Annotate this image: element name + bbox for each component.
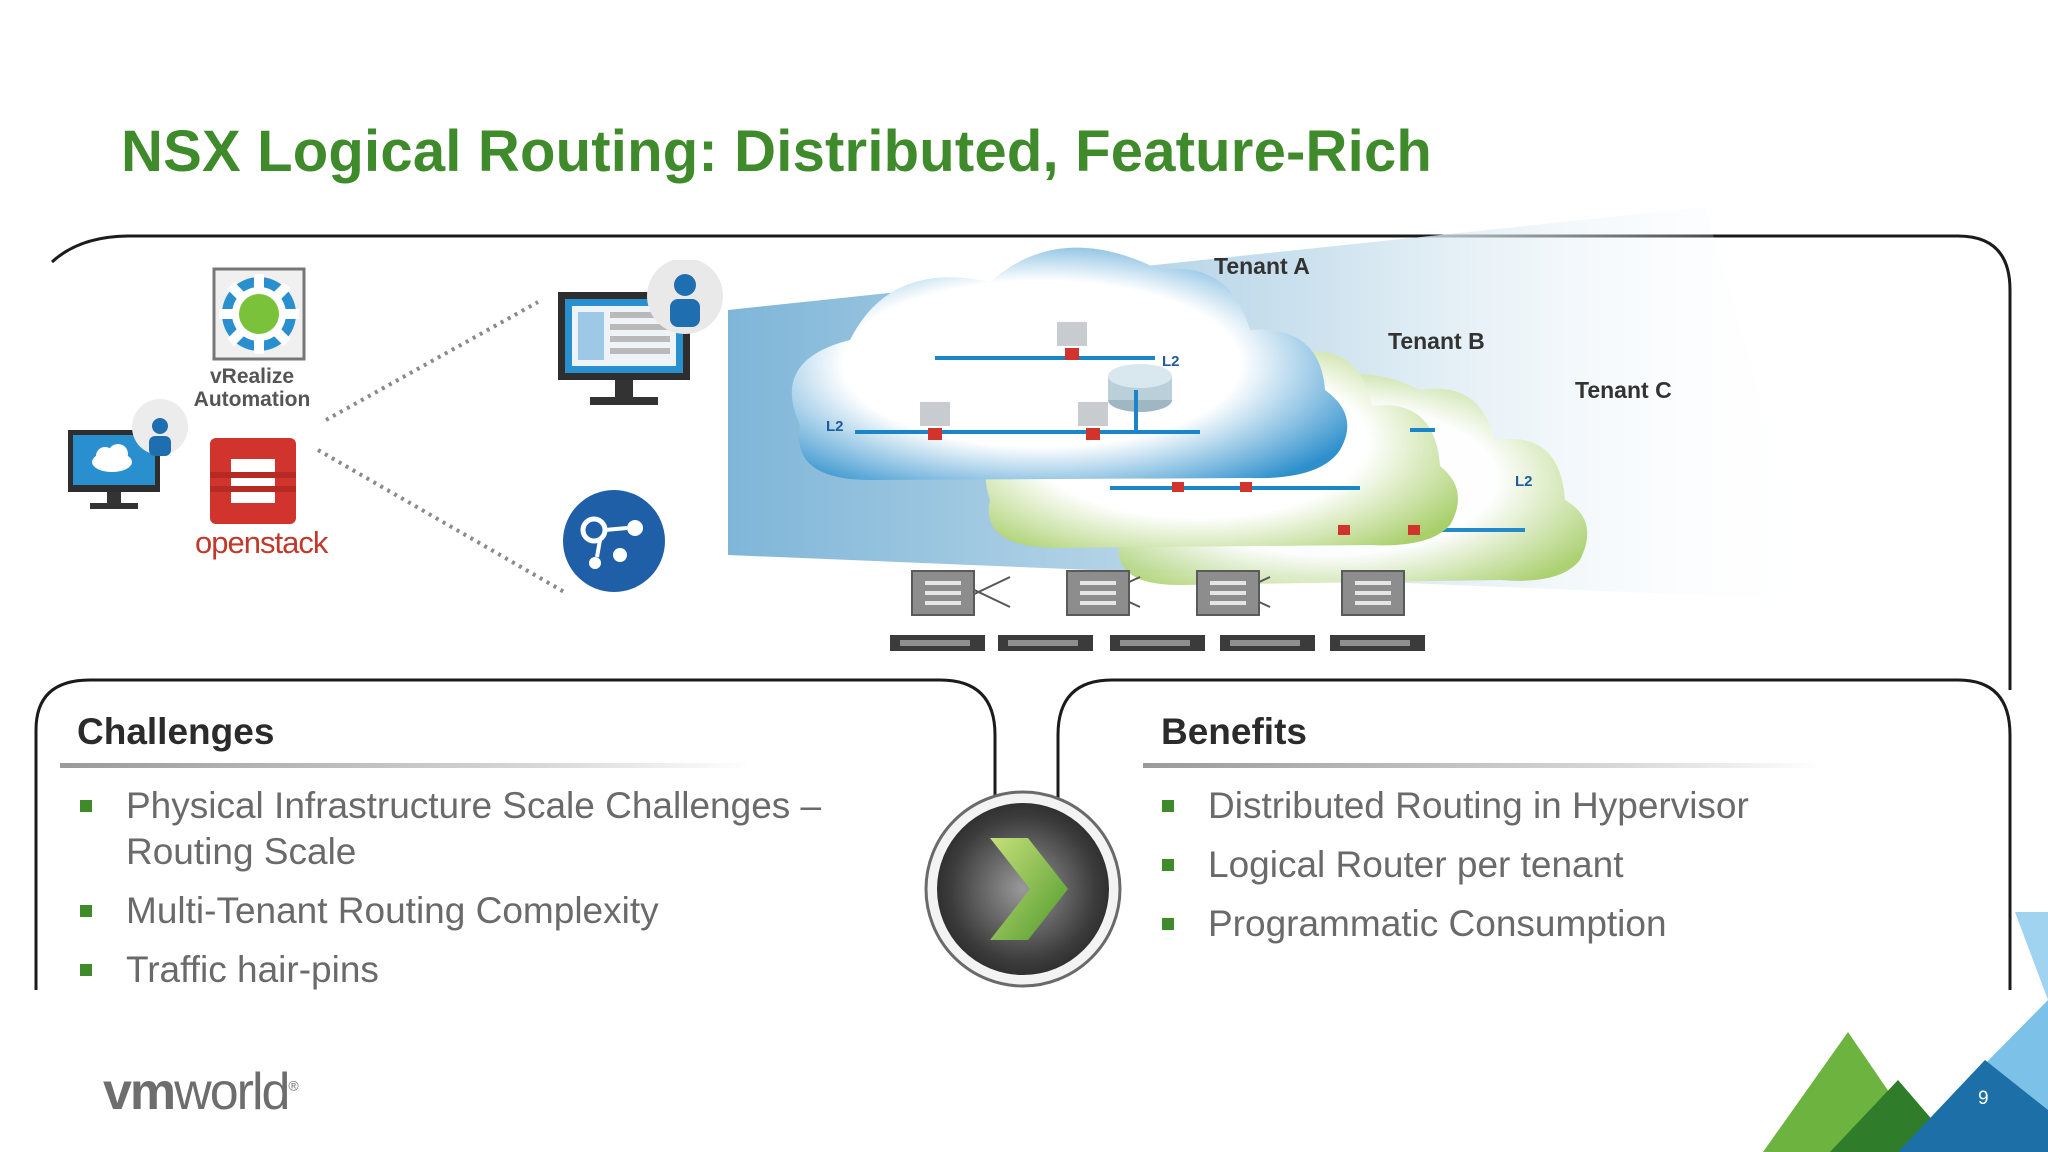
corner-decoration — [1763, 912, 2048, 1152]
vrealize-gear-icon — [212, 267, 306, 361]
l2-label: L2 — [1515, 473, 1533, 490]
openstack-label: openstack — [195, 525, 328, 560]
list-item: Logical Router per tenant — [1160, 842, 1960, 888]
tenant-a-cloud — [791, 247, 1348, 480]
tenant-c-label: Tenant C — [1575, 377, 1672, 403]
list-item: Multi-Tenant Routing Complexity — [78, 888, 898, 934]
top-panel-outline — [50, 234, 2012, 690]
benefits-heading: Benefits — [1161, 711, 1307, 752]
user-icon — [132, 399, 188, 456]
consumers-diagram — [68, 260, 723, 595]
vm-icon — [920, 322, 1108, 426]
benefits-panel-outline — [1056, 678, 2012, 990]
list-item: Traffic hair-pins — [78, 947, 898, 993]
challenges-list: Physical Infrastructure Scale Challenges… — [78, 783, 898, 1006]
bullet-square-icon — [1162, 918, 1174, 930]
l2-label: L2 — [826, 418, 844, 435]
list-item: Programmatic Consumption — [1160, 901, 1960, 947]
list-item: Distributed Routing in Hypervisor — [1160, 783, 1960, 829]
benefits-list: Distributed Routing in Hypervisor Logica… — [1160, 783, 1960, 960]
switch-icon — [911, 570, 1405, 616]
challenges-heading: Challenges — [77, 711, 275, 752]
firewall-icon — [928, 348, 1100, 440]
tenant-clouds-diagram: Tenant A Tenant B Tenant C L2 L2 L2 — [791, 247, 1672, 585]
bullet-square-icon — [1162, 859, 1174, 871]
bullet-square-icon — [80, 905, 92, 917]
vmworld-logo: vmworld® — [103, 1063, 299, 1121]
l2-label: L2 — [1162, 353, 1180, 370]
benefits-divider — [1143, 763, 1823, 768]
tenant-a-label: Tenant A — [1214, 253, 1310, 279]
router-icon — [1108, 364, 1172, 430]
bullet-square-icon — [80, 800, 92, 812]
firewall-icon — [1172, 482, 1420, 535]
openstack-icon — [210, 438, 296, 524]
bullet-square-icon — [1162, 800, 1174, 812]
arrow-forward-icon — [924, 790, 1122, 988]
user-icon — [647, 260, 723, 334]
physical-network-diagram — [890, 570, 1425, 651]
network-api-icon — [563, 490, 665, 592]
slide-title: NSX Logical Routing: Distributed, Featur… — [121, 119, 1433, 184]
vrealize-label: vRealize Automation — [193, 365, 311, 411]
challenges-divider — [60, 763, 750, 768]
page-number: 9 — [1978, 1088, 1989, 1109]
bullet-square-icon — [80, 964, 92, 976]
tenant-b-label: Tenant B — [1388, 328, 1485, 354]
challenges-panel-outline — [34, 678, 997, 990]
list-item: Physical Infrastructure Scale Challenges… — [78, 783, 898, 875]
